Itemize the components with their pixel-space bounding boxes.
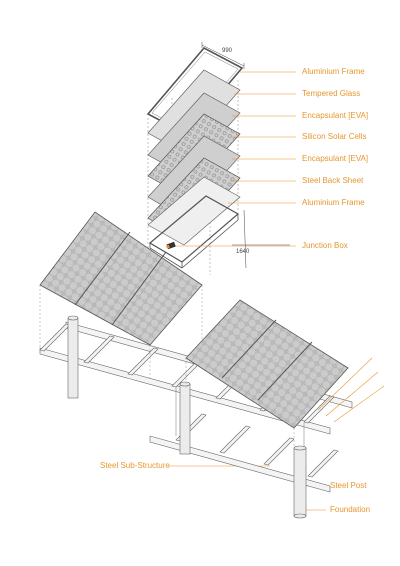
height-dimension: 1640 xyxy=(236,249,250,255)
mounted-panel-right xyxy=(185,299,349,429)
label-steel-sub-structure: Steel Sub-Structure xyxy=(100,461,170,470)
width-dimension: 990 xyxy=(222,48,233,54)
label-aluminium-frame-bottom: Aluminium Frame xyxy=(302,198,365,207)
label-encapsulant-bottom: Encapsulant [EVA] xyxy=(302,154,368,163)
label-steel-back-sheet: Steel Back Sheet xyxy=(302,176,364,185)
dimension-lines xyxy=(201,42,290,269)
layer-aluminium-frame-bottom xyxy=(147,176,241,246)
layer-frame-box xyxy=(148,195,240,269)
label-aluminium-frame-top: Aluminium Frame xyxy=(302,67,365,76)
sun-rays xyxy=(317,357,385,423)
junction-box-icon xyxy=(165,241,176,250)
label-junction-box: Junction Box xyxy=(302,241,348,250)
label-tempered-glass: Tempered Glass xyxy=(302,89,360,98)
mounted-panel-right-guides xyxy=(185,358,295,450)
label-silicon-cells: Silicon Solar Cells xyxy=(302,132,366,141)
label-foundation: Foundation xyxy=(330,505,370,514)
mounted-panel-left-guides xyxy=(39,285,203,378)
steel-posts xyxy=(67,315,307,519)
label-encapsulant-top: Encapsulant [EVA] xyxy=(302,111,368,120)
label-steel-post: Steel Post xyxy=(330,481,367,490)
